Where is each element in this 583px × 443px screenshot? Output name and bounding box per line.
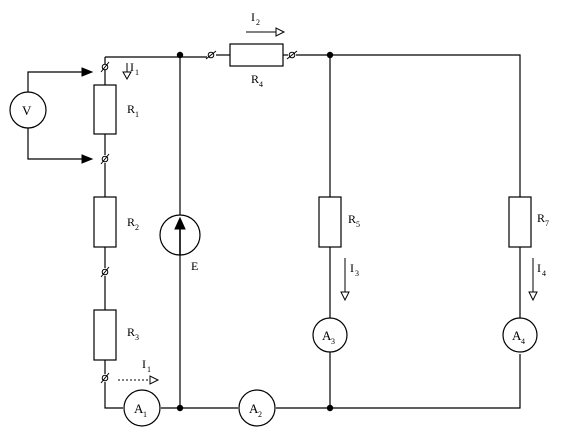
resistor-r1: R 1 <box>93 84 139 135</box>
junction-node <box>176 404 184 412</box>
current-arrow-icon <box>528 291 538 302</box>
resistor-r3: R 3 <box>93 309 139 361</box>
voltmeter: V <box>9 67 94 164</box>
current-i3: I 3 <box>340 258 359 302</box>
i3-label-sub: 3 <box>355 269 359 278</box>
ammeter-a2: A 2 <box>238 389 276 427</box>
a1-label: A <box>134 401 144 416</box>
i1-bottom-label: I <box>142 357 146 371</box>
i2-label: I <box>251 10 255 24</box>
r1-label-sub: 1 <box>135 110 139 119</box>
current-arrow-icon <box>340 291 350 302</box>
terminal <box>286 50 298 60</box>
r5-label: R <box>348 212 356 226</box>
terminal <box>100 372 110 384</box>
resistor-r5: R 5 <box>318 196 360 248</box>
a2-label-sub: 2 <box>258 410 262 419</box>
a4-label: A <box>512 328 522 343</box>
emf-label: E <box>191 259 198 273</box>
a2-label: A <box>249 401 259 416</box>
r5-label-sub: 5 <box>356 220 360 229</box>
junction-node <box>326 51 334 59</box>
ammeter-a4: A 4 <box>502 317 538 353</box>
a3-label-sub: 3 <box>331 337 335 346</box>
terminals <box>100 50 298 384</box>
current-arrow-icon <box>275 27 286 37</box>
i1-top-label: I <box>130 60 134 74</box>
junction-nodes <box>176 51 334 412</box>
r3-label: R <box>127 325 135 339</box>
voltmeter-lead-arrow-icon <box>81 154 94 164</box>
a3-label: A <box>322 328 332 343</box>
i3-label: I <box>350 261 354 275</box>
source-arrow-icon <box>174 216 186 230</box>
terminal <box>205 50 217 60</box>
i4-label: I <box>537 261 541 275</box>
current-i1-bottom: I 1 <box>118 357 160 385</box>
a4-label-sub: 4 <box>521 337 525 346</box>
r4-label: R <box>251 72 259 86</box>
emf-source: E <box>159 214 201 273</box>
resistor-r4: R 4 <box>229 43 284 89</box>
terminal <box>100 153 110 165</box>
wires <box>27 54 521 409</box>
r3-label-sub: 3 <box>135 333 139 342</box>
current-i2: I 2 <box>246 10 286 37</box>
current-arrow-icon <box>149 375 160 385</box>
junction-node <box>326 404 334 412</box>
ammeter-a1: A 1 <box>123 389 161 427</box>
r7-label: R <box>537 211 545 225</box>
i1-bottom-label-sub: 1 <box>147 365 151 374</box>
resistor-r2: R 2 <box>93 196 139 248</box>
terminal <box>100 266 110 278</box>
current-i4: I 4 <box>528 258 546 302</box>
a1-label-sub: 1 <box>143 410 147 419</box>
current-i1-top: I 1 <box>122 60 139 81</box>
i2-label-sub: 2 <box>256 18 260 27</box>
ammeter-a3: A 3 <box>312 317 348 353</box>
r7-label-sub: 7 <box>545 219 549 228</box>
r4-label-sub: 4 <box>259 80 263 89</box>
r2-label: R <box>127 215 135 229</box>
voltmeter-lead-arrow-icon <box>81 67 94 77</box>
junction-node <box>176 51 184 59</box>
r2-label-sub: 2 <box>135 223 139 232</box>
terminal <box>100 61 110 73</box>
r1-label: R <box>127 102 135 116</box>
voltmeter-label: V <box>22 103 32 118</box>
i4-label-sub: 4 <box>542 269 546 278</box>
current-arrow-icon <box>122 71 132 81</box>
resistor-r7: R 7 <box>508 196 549 248</box>
i1-top-label-sub: 1 <box>135 68 139 77</box>
